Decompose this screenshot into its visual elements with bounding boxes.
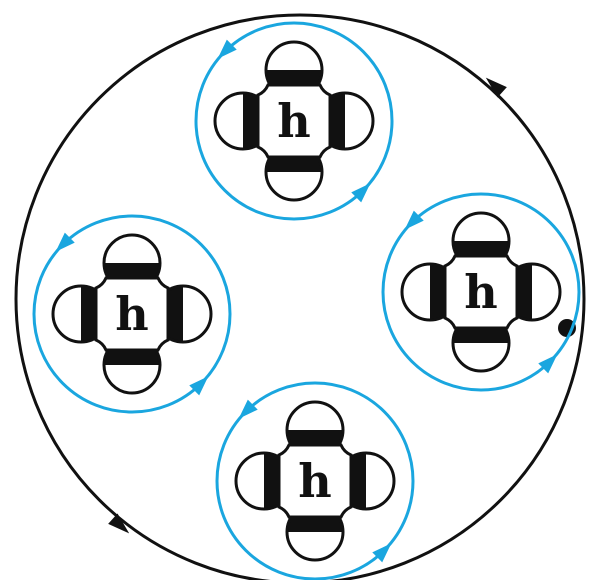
cell-left: h	[34, 216, 230, 412]
cell-bottom-label: h	[298, 454, 331, 508]
cell-top: h	[196, 23, 392, 219]
cell-top-label: h	[277, 94, 310, 148]
cell-right-label: h	[464, 265, 497, 319]
cell-bottom: h	[217, 383, 413, 579]
cell-right: h	[383, 194, 579, 390]
cell-left-label: h	[115, 287, 148, 341]
